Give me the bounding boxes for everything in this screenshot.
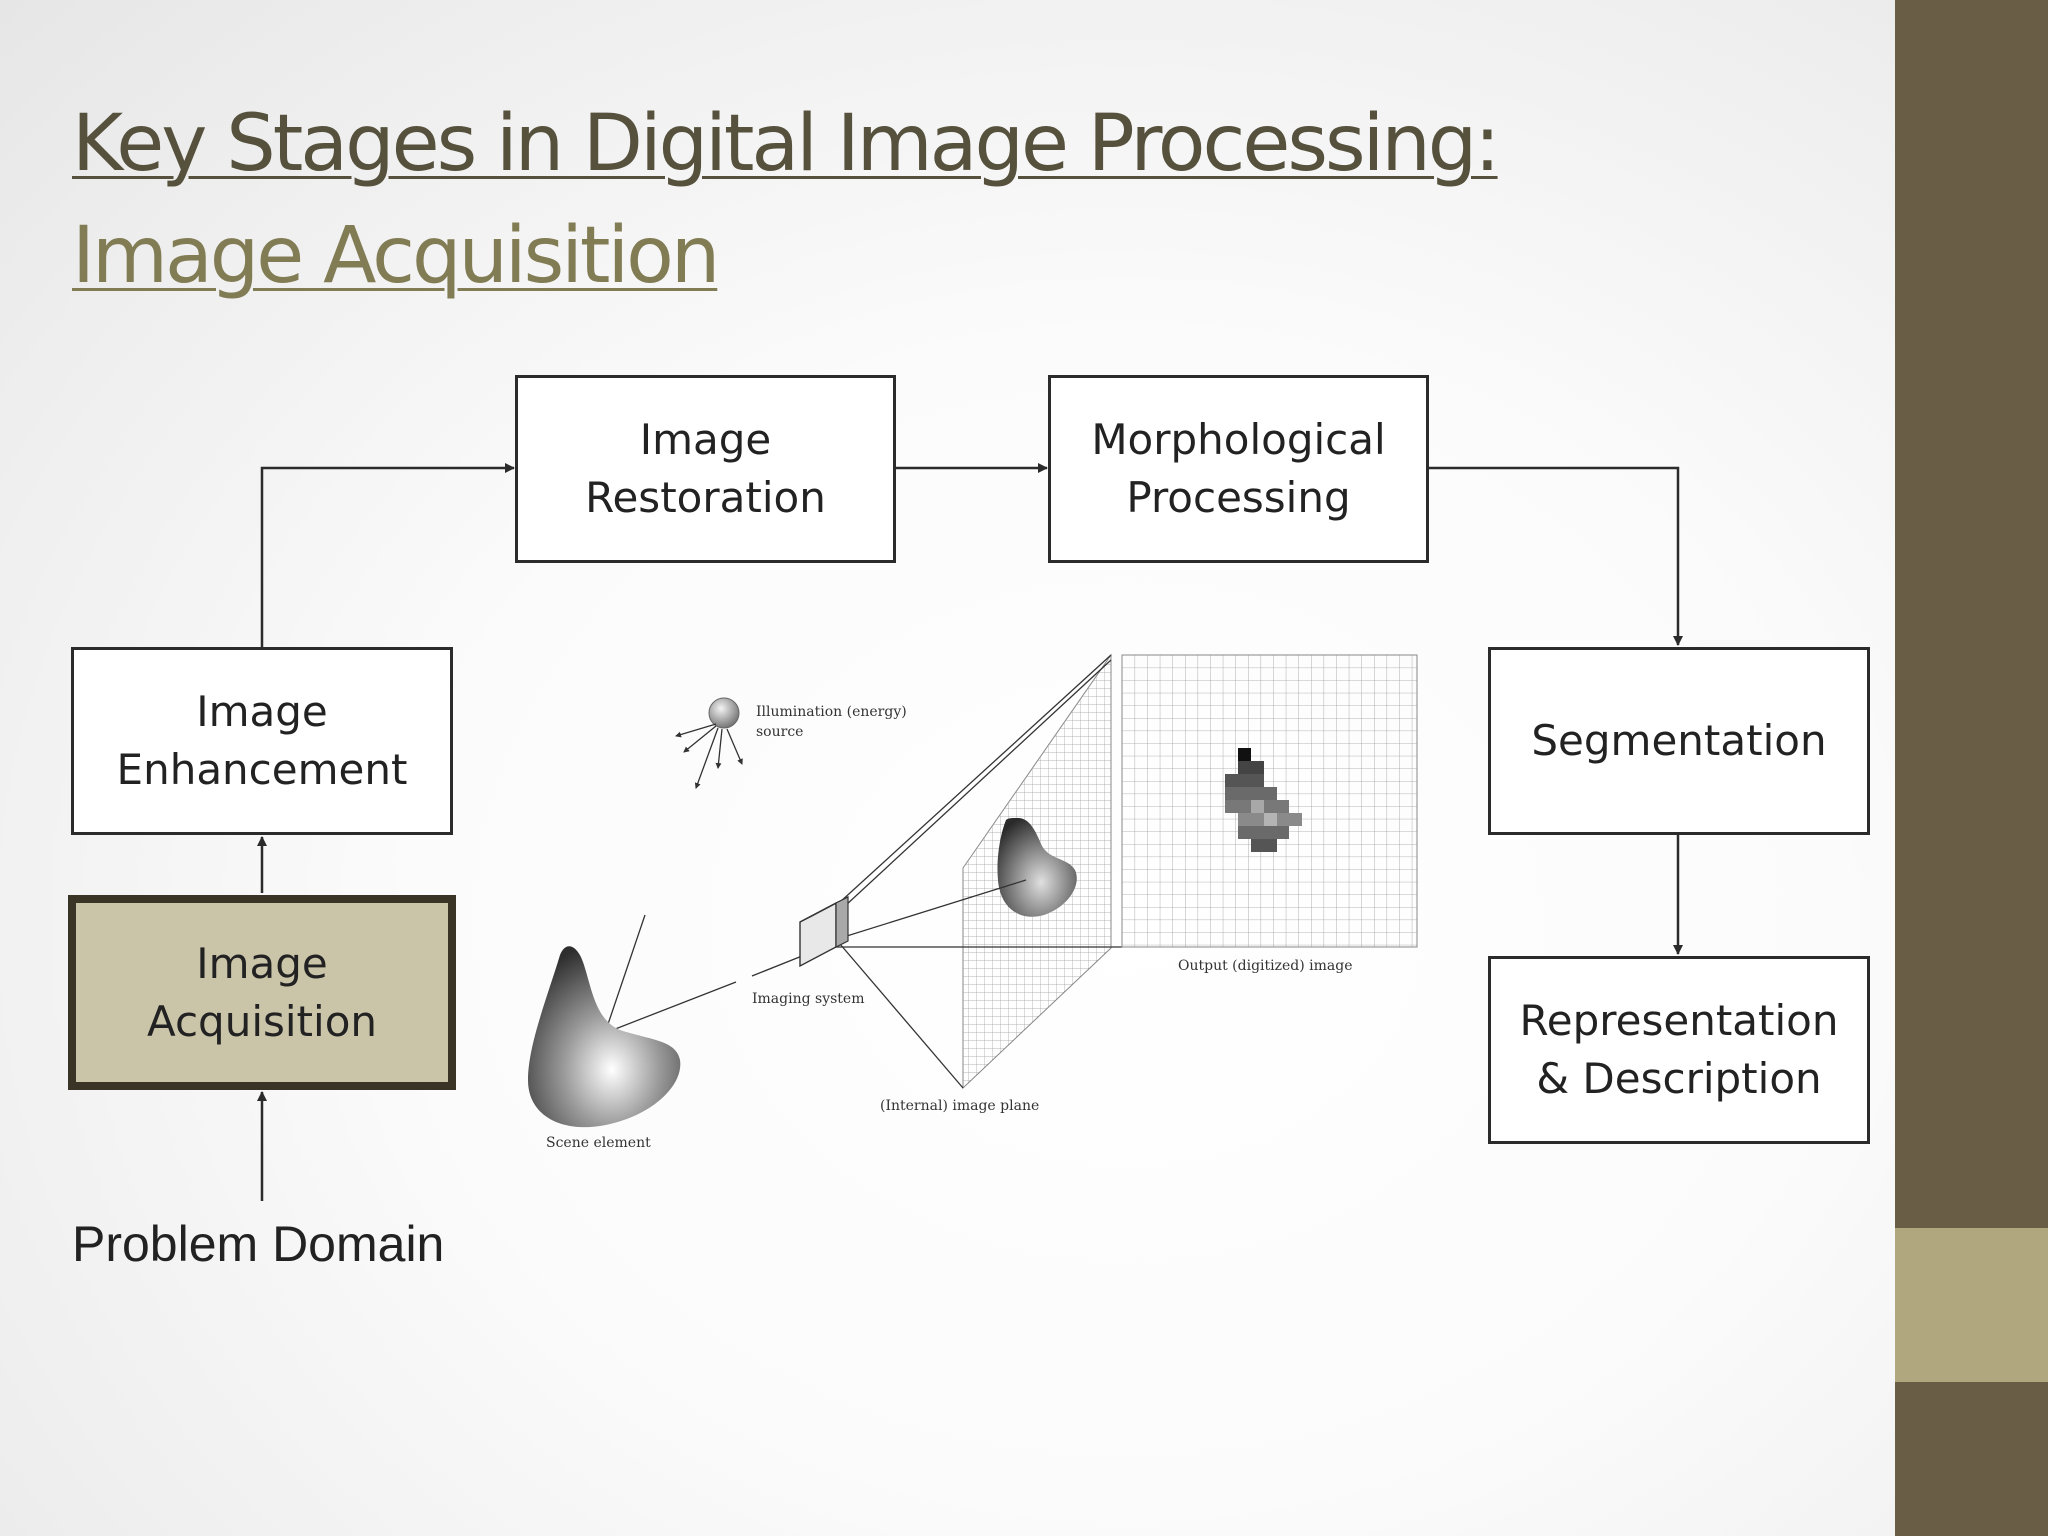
imaging-system-label: Imaging system bbox=[752, 991, 865, 1007]
illumination-source bbox=[675, 697, 743, 789]
output-image-label: Output (digitized) image bbox=[1178, 958, 1353, 974]
title-line-1: Key Stages in Digital Image Processing: bbox=[72, 99, 1501, 189]
stage-image-enhancement[interactable]: Image Enhancement bbox=[71, 647, 453, 835]
arrow-enhancement-to-restoration bbox=[260, 463, 515, 647]
projection-lines bbox=[604, 654, 1122, 1089]
flow-connectors bbox=[257, 463, 1683, 1201]
illumination-source-label: Illumination (energy) bbox=[756, 704, 907, 720]
internal-image-plane bbox=[962, 653, 1112, 1090]
stage-segmentation[interactable]: Segmentation bbox=[1488, 647, 1870, 835]
stage-image-restoration[interactable]: Image Restoration bbox=[515, 375, 896, 563]
imaging-system-device bbox=[799, 896, 849, 968]
scene-element-label: Scene element bbox=[546, 1135, 651, 1151]
slide: Key Stages in Digital Image Processing: … bbox=[68, 88, 1870, 1272]
slide-sidebar-decoration bbox=[1895, 0, 2048, 1536]
stage-morphological-processing[interactable]: Morphological Processing bbox=[1048, 375, 1429, 563]
image-acquisition-illustration: Illumination (energy) source Imaging sys… bbox=[528, 653, 1418, 1151]
internal-image-plane-label: (Internal) image plane bbox=[880, 1098, 1039, 1114]
sidebar-accent-band bbox=[1895, 1228, 2048, 1382]
scene-element bbox=[528, 946, 681, 1128]
problem-domain-label: Problem Domain bbox=[72, 1216, 445, 1272]
stage-representation-description[interactable]: Representation & Description bbox=[1488, 956, 1870, 1144]
slide-title: Key Stages in Digital Image Processing: … bbox=[72, 88, 1501, 312]
title-line-2: Image Acquisition bbox=[72, 211, 720, 301]
illumination-source-label-2: source bbox=[756, 724, 803, 740]
arrow-morphological-to-segmentation bbox=[1428, 466, 1683, 646]
stage-image-acquisition[interactable]: Image Acquisition bbox=[68, 895, 456, 1090]
output-digitized-image bbox=[1121, 654, 1418, 948]
